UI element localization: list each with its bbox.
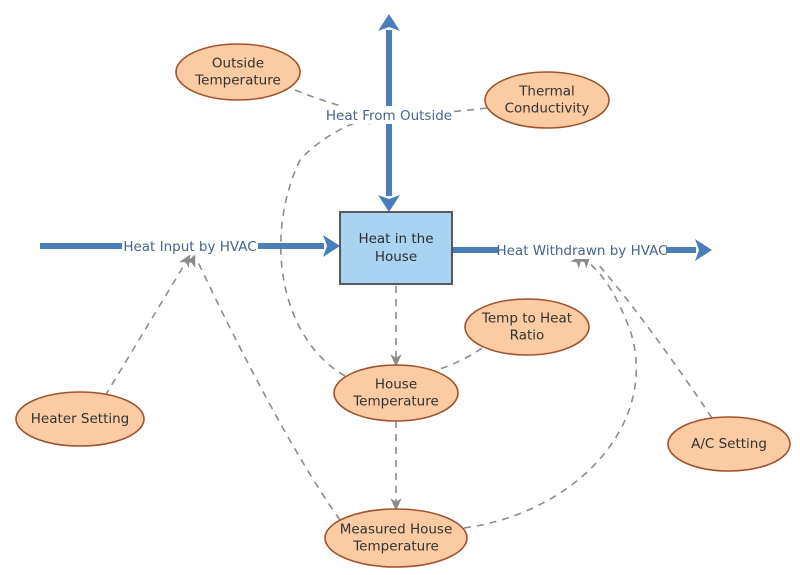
link-house-temperature-to-measured-house-temperature-arrowhead-icon bbox=[390, 498, 402, 511]
link-ac-setting-to-heat-withdrawn-by-hvac[interactable] bbox=[577, 253, 713, 419]
thermal-conductivity-node-shape bbox=[484, 71, 610, 129]
link-heater-setting-to-heat-input-by-hvac-arrowhead-icon bbox=[179, 254, 191, 268]
flow-labels-layer: Heat Input by HVAC Heat Withdrawn by HVAC… bbox=[122, 106, 668, 259]
ac-setting-node[interactable]: A/C Setting bbox=[667, 416, 791, 472]
heat-from-outside-flow-arrowhead-up-icon bbox=[378, 14, 400, 31]
house-temperature-node-label-line-0: House bbox=[375, 377, 417, 393]
heater-setting-node[interactable]: Heater Setting bbox=[15, 391, 145, 447]
measured-house-temperature-node-shape bbox=[324, 508, 468, 568]
heat-withdrawn-by-hvac-flow-label-group: Heat Withdrawn by HVAC bbox=[496, 241, 668, 259]
link-heater-setting-to-heat-input-by-hvac-path bbox=[104, 261, 187, 397]
causal-links-layer bbox=[104, 89, 713, 529]
outside-temperature-node-label-line-1: Temperature bbox=[194, 73, 281, 89]
link-heater-setting-to-heat-input-by-hvac[interactable] bbox=[104, 252, 194, 397]
heat-withdrawn-by-hvac-flow-label: Heat Withdrawn by HVAC bbox=[496, 243, 667, 259]
link-house-temperature-to-measured-house-temperature[interactable] bbox=[390, 421, 402, 511]
heater-setting-node-label-line-0: Heater Setting bbox=[31, 411, 130, 427]
heat-in-the-house-stock-label-line-0: Heat in the bbox=[358, 231, 433, 247]
heat-input-by-hvac-flow-label-backdrop bbox=[122, 237, 258, 255]
heat-from-outside-flow-label-group: Heat From Outside bbox=[325, 106, 453, 124]
ac-setting-node-label-line-0: A/C Setting bbox=[691, 436, 767, 452]
heat-from-outside-flow-arrowhead-down-icon bbox=[378, 195, 400, 212]
measured-house-temperature-node-label-line-0: Measured House bbox=[340, 522, 453, 538]
link-measured-house-temperature-to-heat-input-by-hvac[interactable] bbox=[184, 253, 341, 521]
link-ac-setting-to-heat-withdrawn-by-hvac-path bbox=[595, 261, 713, 419]
temp-to-heat-ratio-node-label-line-0: Temp to Heat bbox=[481, 311, 572, 327]
link-temp-to-heat-ratio-to-house-temperature-path bbox=[429, 347, 483, 373]
auxiliary-variables-layer: OutsideTemperatureThermalConductivityTem… bbox=[15, 43, 791, 568]
heat-input-by-hvac-flow-label: Heat Input by HVAC bbox=[123, 239, 256, 255]
temp-to-heat-ratio-node-label-line-1: Ratio bbox=[510, 328, 545, 344]
link-outside-temperature-to-heat-from-outside-path bbox=[294, 89, 373, 115]
heat-withdrawn-by-hvac-flow-label-backdrop bbox=[498, 241, 666, 259]
temp-to-heat-ratio-node-shape bbox=[464, 298, 590, 356]
link-house-temperature-to-heat-from-outside-path bbox=[279, 117, 373, 377]
house-temperature-node-label-line-1: Temperature bbox=[352, 394, 439, 410]
link-measured-house-temperature-to-heat-input-by-hvac-path bbox=[197, 261, 341, 521]
link-measured-house-temperature-to-heat-input-by-hvac-arrowhead-icon bbox=[184, 254, 196, 269]
thermal-conductivity-node-label-line-1: Conductivity bbox=[505, 101, 590, 117]
link-heat-in-the-house-to-house-temperature[interactable] bbox=[390, 286, 402, 367]
heat-from-outside-flow-label: Heat From Outside bbox=[326, 108, 452, 124]
link-measured-house-temperature-to-heat-withdrawn-by-hvac[interactable] bbox=[463, 253, 638, 529]
heat-input-by-hvac-flow-label-group: Heat Input by HVAC bbox=[122, 237, 258, 255]
heat-in-the-house-stock-box bbox=[339, 211, 453, 285]
heat-withdrawn-by-hvac-flow-arrowhead-icon bbox=[695, 239, 712, 261]
heater-setting-node-shape bbox=[15, 391, 145, 447]
link-heat-in-the-house-to-house-temperature-arrowhead-icon bbox=[390, 354, 402, 367]
house-temperature-node-shape bbox=[333, 364, 459, 422]
outside-temperature-node-shape bbox=[175, 43, 301, 101]
outside-temperature-node-label-line-0: Outside bbox=[212, 56, 264, 72]
heat-from-outside-flow-label-backdrop bbox=[325, 106, 453, 124]
ac-setting-node-shape bbox=[667, 416, 791, 472]
heat-input-by-hvac-flow-arrowhead-icon bbox=[323, 235, 340, 257]
measured-house-temperature-node-label-line-1: Temperature bbox=[352, 539, 439, 555]
link-measured-house-temperature-to-heat-withdrawn-by-hvac-path bbox=[463, 261, 638, 529]
thermal-conductivity-node-label-line-0: Thermal bbox=[518, 84, 575, 100]
heat-in-the-house-stock-label-line-1: House bbox=[375, 249, 417, 265]
